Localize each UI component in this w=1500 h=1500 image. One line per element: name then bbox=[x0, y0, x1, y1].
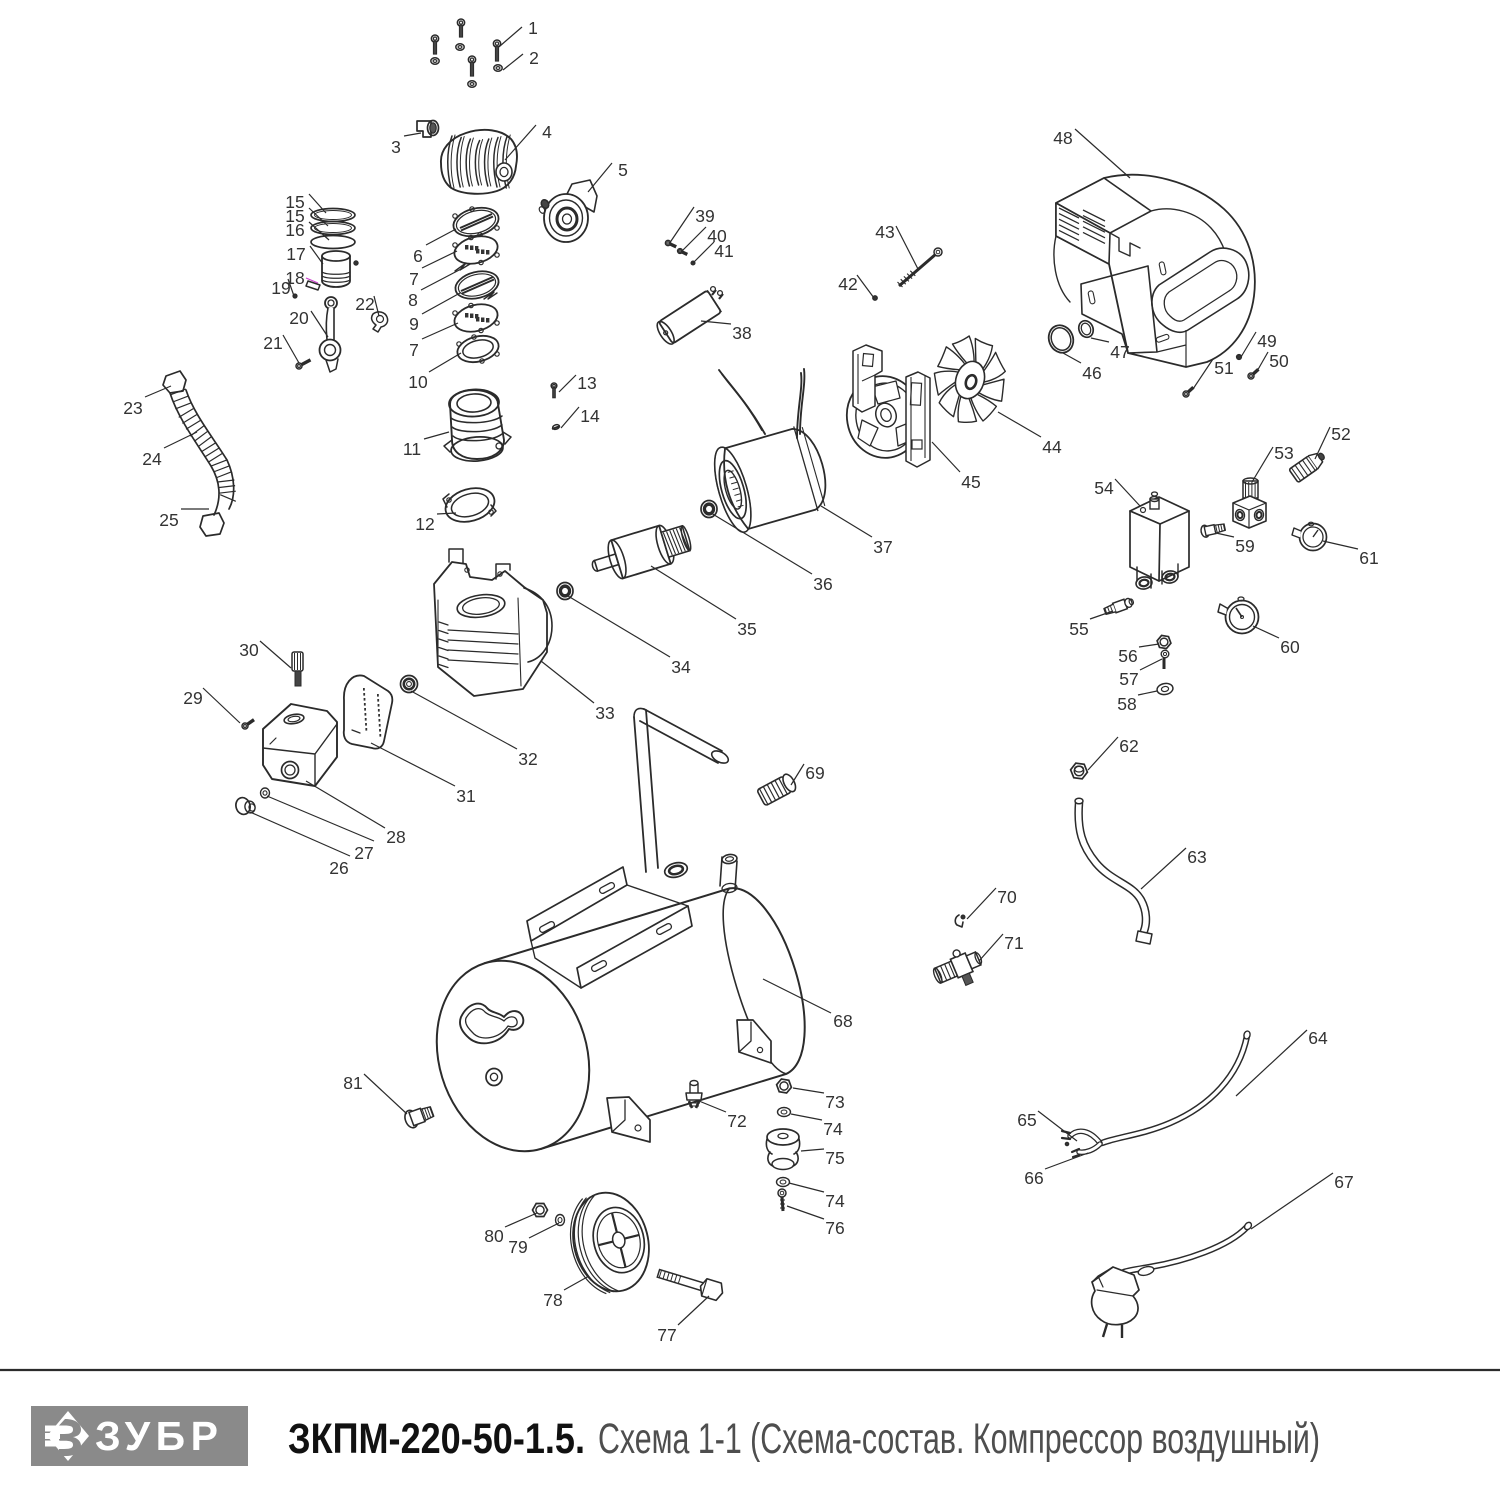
svg-text:71: 71 bbox=[1004, 933, 1023, 953]
svg-text:17: 17 bbox=[286, 244, 305, 264]
svg-text:74: 74 bbox=[823, 1119, 843, 1139]
svg-text:21: 21 bbox=[263, 333, 282, 353]
svg-text:68: 68 bbox=[833, 1011, 852, 1031]
svg-text:43: 43 bbox=[875, 222, 894, 242]
svg-text:52: 52 bbox=[1331, 424, 1350, 444]
svg-text:37: 37 bbox=[873, 537, 892, 557]
svg-text:66: 66 bbox=[1024, 1168, 1043, 1188]
svg-text:58: 58 bbox=[1117, 694, 1136, 714]
svg-text:20: 20 bbox=[289, 308, 309, 328]
svg-text:48: 48 bbox=[1053, 128, 1072, 148]
svg-text:14: 14 bbox=[580, 406, 600, 426]
svg-text:69: 69 bbox=[805, 763, 824, 783]
svg-text:55: 55 bbox=[1069, 619, 1088, 639]
svg-text:7: 7 bbox=[409, 269, 419, 289]
svg-text:30: 30 bbox=[239, 640, 259, 660]
svg-text:73: 73 bbox=[825, 1092, 844, 1112]
svg-text:41: 41 bbox=[714, 241, 733, 261]
svg-text:72: 72 bbox=[727, 1111, 746, 1131]
svg-text:19: 19 bbox=[271, 278, 290, 298]
svg-text:27: 27 bbox=[354, 843, 373, 863]
svg-text:13: 13 bbox=[577, 373, 596, 393]
svg-text:18: 18 bbox=[285, 268, 304, 288]
svg-text:38: 38 bbox=[732, 323, 751, 343]
svg-text:51: 51 bbox=[1214, 358, 1233, 378]
svg-text:67: 67 bbox=[1334, 1172, 1353, 1192]
svg-text:3: 3 bbox=[391, 137, 401, 157]
svg-text:39: 39 bbox=[695, 206, 714, 226]
svg-text:33: 33 bbox=[595, 703, 614, 723]
svg-text:76: 76 bbox=[825, 1218, 844, 1238]
svg-text:59: 59 bbox=[1235, 536, 1254, 556]
svg-text:65: 65 bbox=[1017, 1110, 1036, 1130]
svg-text:70: 70 bbox=[997, 887, 1017, 907]
svg-text:ЗКПМ-220-50-1.5.: ЗКПМ-220-50-1.5. bbox=[288, 1416, 585, 1463]
svg-text:80: 80 bbox=[484, 1226, 504, 1246]
svg-text:36: 36 bbox=[813, 574, 832, 594]
svg-text:23: 23 bbox=[123, 398, 142, 418]
svg-text:8: 8 bbox=[408, 290, 418, 310]
svg-text:49: 49 bbox=[1257, 331, 1276, 351]
svg-text:42: 42 bbox=[838, 274, 857, 294]
svg-text:81: 81 bbox=[343, 1073, 362, 1093]
svg-text:25: 25 bbox=[159, 510, 178, 530]
svg-text:5: 5 bbox=[618, 160, 628, 180]
svg-text:26: 26 bbox=[329, 858, 348, 878]
svg-text:Схема 1-1 (Схема-состав. Компр: Схема 1-1 (Схема-состав. Компрессор возд… bbox=[598, 1416, 1320, 1463]
svg-text:74: 74 bbox=[825, 1191, 845, 1211]
svg-text:11: 11 bbox=[403, 439, 421, 459]
svg-text:46: 46 bbox=[1082, 363, 1101, 383]
svg-text:2: 2 bbox=[529, 48, 539, 68]
svg-text:22: 22 bbox=[355, 294, 374, 314]
svg-text:34: 34 bbox=[671, 657, 691, 677]
svg-text:35: 35 bbox=[737, 619, 756, 639]
svg-text:53: 53 bbox=[1274, 443, 1293, 463]
svg-text:61: 61 bbox=[1359, 548, 1378, 568]
svg-text:57: 57 bbox=[1119, 669, 1138, 689]
svg-text:12: 12 bbox=[415, 514, 434, 534]
svg-text:32: 32 bbox=[518, 749, 537, 769]
svg-text:77: 77 bbox=[657, 1325, 676, 1345]
svg-text:45: 45 bbox=[961, 472, 980, 492]
svg-text:44: 44 bbox=[1042, 437, 1062, 457]
svg-text:64: 64 bbox=[1308, 1028, 1328, 1048]
svg-text:75: 75 bbox=[825, 1148, 844, 1168]
svg-text:1: 1 bbox=[528, 18, 538, 38]
svg-text:9: 9 bbox=[409, 314, 419, 334]
svg-text:60: 60 bbox=[1280, 637, 1300, 657]
svg-text:6: 6 bbox=[413, 246, 423, 266]
svg-text:24: 24 bbox=[142, 449, 162, 469]
svg-text:56: 56 bbox=[1118, 646, 1137, 666]
svg-text:16: 16 bbox=[285, 220, 304, 240]
svg-text:15: 15 bbox=[285, 192, 304, 212]
svg-text:7: 7 bbox=[409, 340, 419, 360]
svg-text:4: 4 bbox=[542, 122, 552, 142]
svg-text:ЗУБР: ЗУБР bbox=[95, 1413, 223, 1459]
svg-text:50: 50 bbox=[1269, 351, 1289, 371]
svg-text:28: 28 bbox=[386, 827, 405, 847]
svg-text:40: 40 bbox=[707, 226, 727, 246]
svg-text:47: 47 bbox=[1110, 342, 1129, 362]
svg-text:15: 15 bbox=[285, 206, 304, 226]
svg-text:10: 10 bbox=[408, 372, 428, 392]
svg-text:31: 31 bbox=[456, 786, 475, 806]
svg-text:63: 63 bbox=[1187, 847, 1206, 867]
svg-text:79: 79 bbox=[508, 1237, 527, 1257]
svg-text:29: 29 bbox=[183, 688, 202, 708]
svg-text:78: 78 bbox=[543, 1290, 562, 1310]
svg-text:54: 54 bbox=[1094, 478, 1114, 498]
svg-text:62: 62 bbox=[1119, 736, 1138, 756]
